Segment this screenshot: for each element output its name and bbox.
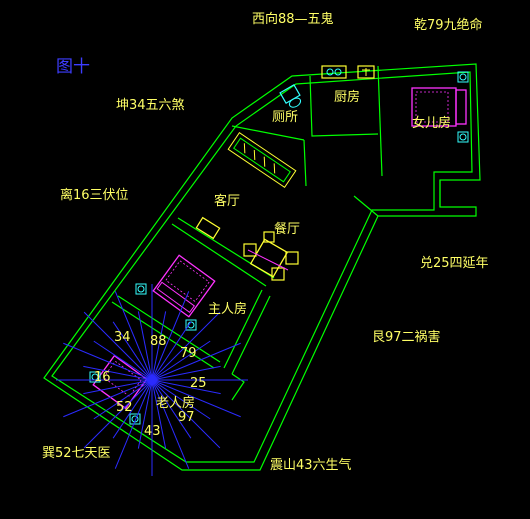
direction-north: 乾79九绝命	[414, 18, 483, 33]
master-bed	[152, 254, 216, 318]
compass-ray	[114, 379, 153, 469]
compass-ray	[63, 379, 153, 418]
outer-wall	[43, 63, 481, 471]
direction-northwest: 西向88—五鬼	[252, 12, 334, 27]
compass-ray	[151, 342, 241, 381]
compass-ray	[151, 311, 167, 381]
door-east	[353, 195, 379, 217]
compass-number-34: 34	[114, 330, 131, 345]
compass-ray	[151, 365, 221, 381]
compass-ray	[114, 291, 153, 381]
compass-ray	[151, 291, 190, 381]
direction-west: 离16三伏位	[60, 188, 129, 203]
compass-ray	[112, 379, 153, 439]
compass-number-25: 25	[190, 376, 207, 391]
direction-east: 兑25四延年	[420, 256, 489, 271]
direction-west-upper: 坤34五六煞	[116, 98, 185, 113]
direction-southeast: 艮97二祸害	[372, 330, 441, 345]
compass-ray	[151, 379, 221, 395]
sofa	[227, 132, 297, 188]
compass-ray	[151, 379, 211, 420]
dining-set	[243, 231, 299, 281]
compass-ray	[151, 340, 211, 381]
wall-elder-step	[231, 373, 245, 401]
compass-ray	[151, 379, 167, 449]
compass-ray	[83, 311, 153, 381]
wall-master-right-inner	[231, 295, 271, 375]
compass-number-43: 43	[144, 424, 161, 439]
walls	[43, 63, 481, 471]
bagua-compass	[56, 284, 248, 476]
wall-master-bottom-inner	[111, 301, 215, 369]
wall-toilet-bottom	[231, 125, 305, 141]
compass-number-16: 16	[94, 370, 111, 385]
compass-ray	[151, 311, 221, 381]
compass-ray	[151, 379, 241, 418]
compass-number-97: 97	[178, 410, 195, 425]
room-label-kitchen: 厨房	[334, 90, 361, 105]
daughter-bed	[411, 87, 467, 127]
room-label-toilet: 厕所	[272, 110, 299, 125]
compass-ray	[83, 365, 153, 381]
compass-ray	[93, 379, 153, 420]
compass-ray	[151, 379, 192, 439]
room-label-elder: 老人房	[156, 396, 196, 411]
compass-ray	[83, 379, 153, 449]
wall-living-bottom-inner	[171, 223, 267, 287]
side-table	[195, 216, 221, 240]
compass-ray	[137, 311, 153, 381]
kitchen-fixtures	[321, 65, 375, 79]
wall-toilet-right	[303, 139, 307, 187]
wall-master-right	[223, 289, 263, 369]
figure-title: 图十	[56, 57, 90, 77]
wall-daughter-left	[377, 65, 383, 177]
room-label-daughter: 女儿房	[412, 116, 452, 131]
compass-ray	[83, 379, 153, 395]
compass-ray	[63, 342, 153, 381]
direction-southwest: 巽52七天医	[42, 446, 111, 461]
compass-ray	[151, 379, 190, 469]
compass-ray	[112, 321, 153, 381]
room-label-living: 客厅	[214, 194, 241, 209]
toilet-fixture	[279, 83, 302, 108]
room-label-master: 主人房	[208, 302, 248, 317]
compass-ray	[93, 340, 153, 381]
wall-master-bottom	[117, 295, 221, 363]
compass-ray	[137, 379, 153, 449]
direction-south: 震山43六生气	[270, 458, 352, 473]
compass-number-79: 79	[180, 346, 197, 361]
compass-center	[147, 375, 157, 385]
compass-number-88: 88	[150, 334, 167, 349]
compass-number-52: 52	[116, 400, 133, 415]
inner-wall	[51, 71, 473, 463]
compass-ray	[151, 379, 221, 449]
compass-ray	[151, 321, 192, 381]
wall-kitchen-bottom	[309, 75, 379, 137]
room-label-dining: 餐厅	[274, 222, 301, 237]
